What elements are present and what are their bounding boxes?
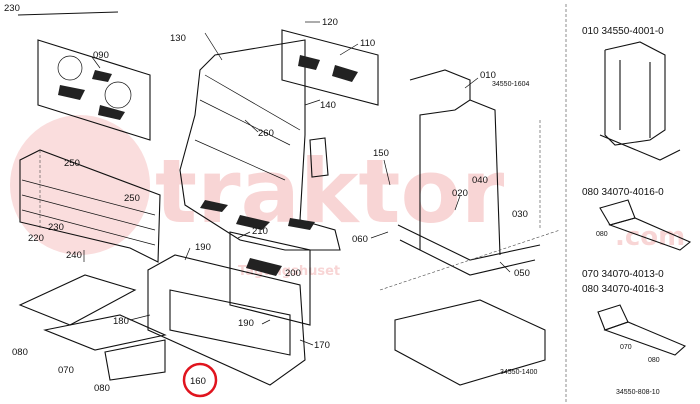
callout-150: 150 [373,148,389,159]
callout-210: 210 [252,226,268,237]
watermark-logo-circle [10,115,150,255]
callout-190-bottom: 190 [238,318,254,329]
callout-200: 200 [285,268,301,279]
watermark-tld: .com [615,222,685,252]
callout-140: 140 [320,100,336,111]
part-lower-box [379,229,561,386]
sidebar-line-010: 010 34550-4001-0 [582,26,664,37]
page-rule [17,11,119,16]
callout-080-bottom: 080 [94,383,110,394]
part-160-lower-hood [147,231,311,386]
sidebar-footer-code: 34550-808-10 [616,389,660,396]
ref-34550-1604: 34550-1604 [492,81,529,88]
callout-130: 130 [170,33,186,44]
leader-lines [83,21,511,346]
callout-250-right: 250 [124,193,140,204]
sidebar-callout-080-a: 080 [596,231,608,238]
part-010-frame [397,69,541,276]
callout-220: 220 [28,233,44,244]
callout-250-left: 250 [64,158,80,169]
part-110-plate [281,29,379,106]
part-130-hood [179,39,341,251]
watermark: traktor .com Tagungshuset [10,115,685,279]
page-number: 230 [4,3,20,14]
sidebar-line-070: 070 34070-4013-0 [582,269,664,280]
callout-020: 020 [452,188,468,199]
callout-010: 010 [480,70,496,81]
callout-180: 180 [113,316,129,327]
callout-170: 170 [314,340,330,351]
ref-34550-1400: 34550-1400 [500,369,537,376]
highlight-circle-160 [182,362,218,398]
part-080-plate [18,274,167,381]
callout-260: 260 [258,128,274,139]
part-250-grille [19,149,161,263]
callout-120: 120 [322,17,338,28]
sidebar-inset: 010 34550-4001-0 080 34070-4016-0 080 07… [565,4,692,404]
watermark-text: traktor [155,140,505,243]
part-090-panel [37,39,151,141]
sidebar-callout-070: 070 [620,344,632,351]
sidebar-line-080-a: 080 34070-4016-0 [582,187,664,198]
sidebar-callout-080-b: 080 [648,357,660,364]
callout-230: 230 [48,222,64,233]
callout-190-top: 190 [195,242,211,253]
callout-040: 040 [472,175,488,186]
callout-090: 090 [93,50,109,61]
callout-160: 160 [190,376,206,387]
callout-110: 110 [360,38,375,49]
sidebar-line-080-b: 080 34070-4016-3 [582,284,664,295]
callout-240: 240 [66,250,82,261]
callout-080-left: 080 [12,347,28,358]
callout-030: 030 [512,209,528,220]
callout-060: 060 [352,234,368,245]
callout-070: 070 [58,365,74,376]
callout-050: 050 [514,268,530,279]
